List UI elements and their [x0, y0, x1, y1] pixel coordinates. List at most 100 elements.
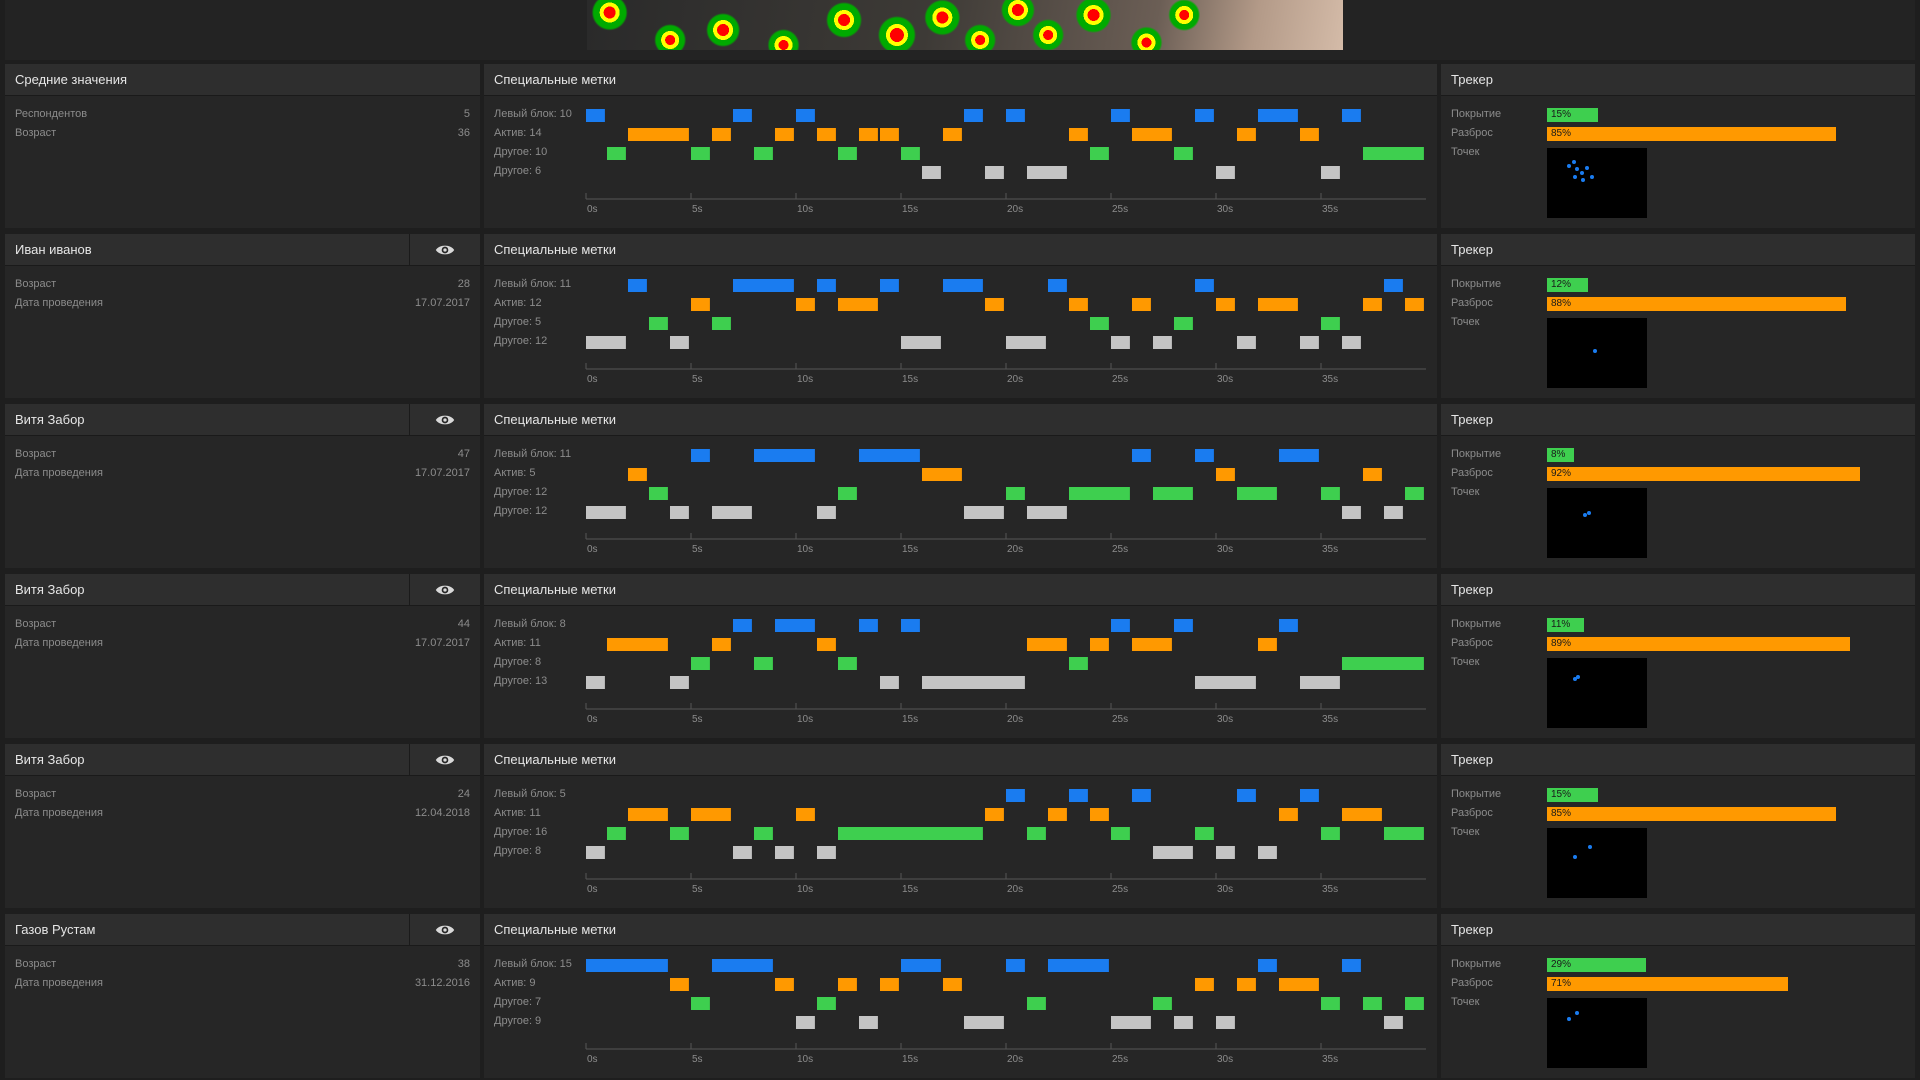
timeline-segment[interactable]	[1216, 468, 1235, 481]
timeline-segment[interactable]	[607, 638, 668, 651]
timeline-segment[interactable]	[1111, 109, 1130, 122]
timeline-segment[interactable]	[985, 166, 1004, 179]
timeline-segment[interactable]	[1006, 789, 1025, 802]
timeline-segment[interactable]	[859, 449, 920, 462]
timeline-segment[interactable]	[1069, 789, 1088, 802]
timeline-segment[interactable]	[1216, 298, 1235, 311]
timeline-segment[interactable]	[1111, 619, 1130, 632]
timeline-segment[interactable]	[1300, 789, 1319, 802]
timeline-segment[interactable]	[1195, 279, 1214, 292]
timeline-segment[interactable]	[1090, 147, 1109, 160]
timeline-segment[interactable]	[901, 147, 920, 160]
timeline-segment[interactable]	[1237, 128, 1256, 141]
timeline-segment[interactable]	[1216, 166, 1235, 179]
timeline-segment[interactable]	[1195, 676, 1256, 689]
timeline-segment[interactable]	[880, 978, 899, 991]
timeline-segment[interactable]	[628, 128, 689, 141]
timeline-segment[interactable]	[1069, 128, 1088, 141]
timeline-segment[interactable]	[649, 487, 668, 500]
timeline-segment[interactable]	[1006, 487, 1025, 500]
timeline-segment[interactable]	[796, 1016, 815, 1029]
view-button[interactable]	[409, 574, 480, 605]
timeline-segment[interactable]	[1384, 506, 1403, 519]
timeline-segment[interactable]	[1321, 317, 1340, 330]
timeline-segment[interactable]	[733, 109, 752, 122]
timeline-segment[interactable]	[1279, 619, 1298, 632]
timeline-segment[interactable]	[1321, 166, 1340, 179]
timeline-segment[interactable]	[922, 166, 941, 179]
timeline-segment[interactable]	[1279, 978, 1319, 991]
timeline-segment[interactable]	[1321, 487, 1340, 500]
timeline-segment[interactable]	[1174, 147, 1193, 160]
timeline-segment[interactable]	[691, 808, 731, 821]
timeline-segment[interactable]	[1279, 449, 1319, 462]
timeline-segment[interactable]	[775, 619, 815, 632]
timeline-segment[interactable]	[1174, 317, 1193, 330]
timeline-segment[interactable]	[754, 657, 773, 670]
timeline-segment[interactable]	[586, 109, 605, 122]
timeline-segment[interactable]	[1195, 109, 1214, 122]
timeline-segment[interactable]	[943, 978, 962, 991]
timeline-segment[interactable]	[586, 846, 605, 859]
timeline-segment[interactable]	[922, 468, 962, 481]
timeline-segment[interactable]	[838, 298, 878, 311]
timeline-segment[interactable]	[1195, 978, 1214, 991]
timeline-segment[interactable]	[1342, 657, 1424, 670]
timeline-segment[interactable]	[607, 147, 626, 160]
timeline-segment[interactable]	[670, 336, 689, 349]
timeline-segment[interactable]	[1237, 978, 1256, 991]
timeline-segment[interactable]	[1300, 676, 1340, 689]
timeline-segment[interactable]	[1174, 619, 1193, 632]
timeline-segment[interactable]	[817, 279, 836, 292]
timeline-segment[interactable]	[1153, 997, 1172, 1010]
timeline-segment[interactable]	[1111, 827, 1130, 840]
timeline-segment[interactable]	[1363, 298, 1382, 311]
timeline-segment[interactable]	[1195, 449, 1214, 462]
timeline-segment[interactable]	[1258, 298, 1298, 311]
timeline-segment[interactable]	[670, 978, 689, 991]
timeline-segment[interactable]	[1132, 449, 1151, 462]
timeline-segment[interactable]	[1363, 147, 1424, 160]
timeline-segment[interactable]	[712, 638, 731, 651]
timeline-segment[interactable]	[817, 506, 836, 519]
timeline-segment[interactable]	[1258, 846, 1277, 859]
timeline-segment[interactable]	[1006, 109, 1025, 122]
timeline-segment[interactable]	[964, 506, 1004, 519]
timeline-segment[interactable]	[796, 808, 815, 821]
timeline-segment[interactable]	[628, 808, 668, 821]
timeline-segment[interactable]	[1027, 638, 1067, 651]
timeline-segment[interactable]	[754, 147, 773, 160]
timeline-segment[interactable]	[1384, 1016, 1403, 1029]
timeline-segment[interactable]	[1384, 827, 1424, 840]
timeline-segment[interactable]	[1048, 808, 1067, 821]
timeline-segment[interactable]	[943, 128, 962, 141]
timeline-segment[interactable]	[586, 336, 626, 349]
timeline-segment[interactable]	[754, 827, 773, 840]
timeline-segment[interactable]	[880, 676, 899, 689]
timeline-segment[interactable]	[691, 657, 710, 670]
timeline-segment[interactable]	[796, 109, 815, 122]
timeline-segment[interactable]	[1090, 808, 1109, 821]
timeline-segment[interactable]	[1258, 109, 1298, 122]
timeline-segment[interactable]	[1216, 1016, 1235, 1029]
timeline-segment[interactable]	[670, 827, 689, 840]
timeline-segment[interactable]	[901, 619, 920, 632]
timeline-segment[interactable]	[859, 128, 878, 141]
timeline-segment[interactable]	[1342, 336, 1361, 349]
timeline-segment[interactable]	[817, 638, 836, 651]
timeline-segment[interactable]	[838, 657, 857, 670]
timeline-segment[interactable]	[1132, 298, 1151, 311]
timeline-segment[interactable]	[1027, 827, 1046, 840]
timeline-segment[interactable]	[1111, 1016, 1151, 1029]
timeline-segment[interactable]	[1048, 959, 1109, 972]
timeline-segment[interactable]	[1237, 487, 1277, 500]
view-button[interactable]	[409, 404, 480, 435]
timeline-segment[interactable]	[1027, 166, 1067, 179]
timeline-segment[interactable]	[1237, 336, 1256, 349]
timeline-segment[interactable]	[880, 128, 899, 141]
timeline-segment[interactable]	[838, 978, 857, 991]
timeline-segment[interactable]	[586, 506, 626, 519]
timeline-segment[interactable]	[1342, 808, 1382, 821]
timeline-segment[interactable]	[985, 298, 1004, 311]
timeline-segment[interactable]	[1153, 487, 1193, 500]
